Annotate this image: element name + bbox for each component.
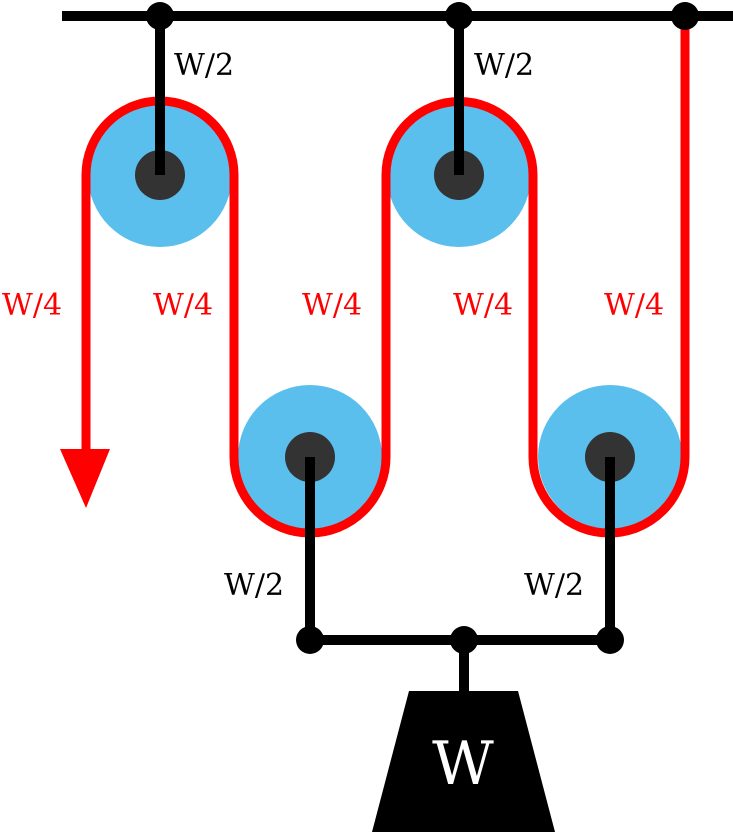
weight-label: W bbox=[432, 729, 494, 799]
ceiling-joint-left bbox=[146, 2, 174, 30]
tension-label-bottom-left: W/2 bbox=[224, 568, 284, 603]
yoke-joint-left bbox=[296, 626, 324, 654]
rope-tension-label-3: W/4 bbox=[302, 288, 362, 323]
rope-tension-label-2: W/4 bbox=[153, 288, 213, 323]
ceiling-joint-mid bbox=[445, 2, 473, 30]
ceiling-joint-right bbox=[671, 2, 699, 30]
tension-label-top-left: W/2 bbox=[174, 48, 234, 83]
rope-tension-label-5: W/4 bbox=[604, 288, 664, 323]
rope-tension-label-4: W/4 bbox=[453, 288, 513, 323]
rope bbox=[81, 16, 690, 538]
yoke-joint-right bbox=[596, 626, 624, 654]
tension-label-top-mid: W/2 bbox=[474, 48, 534, 83]
tension-label-bottom-right: W/2 bbox=[524, 568, 584, 603]
weight-block bbox=[372, 691, 555, 832]
yoke-joint-mid bbox=[450, 626, 478, 654]
rope-tension-label-1: W/4 bbox=[2, 288, 62, 323]
pull-arrow-icon bbox=[60, 449, 110, 508]
